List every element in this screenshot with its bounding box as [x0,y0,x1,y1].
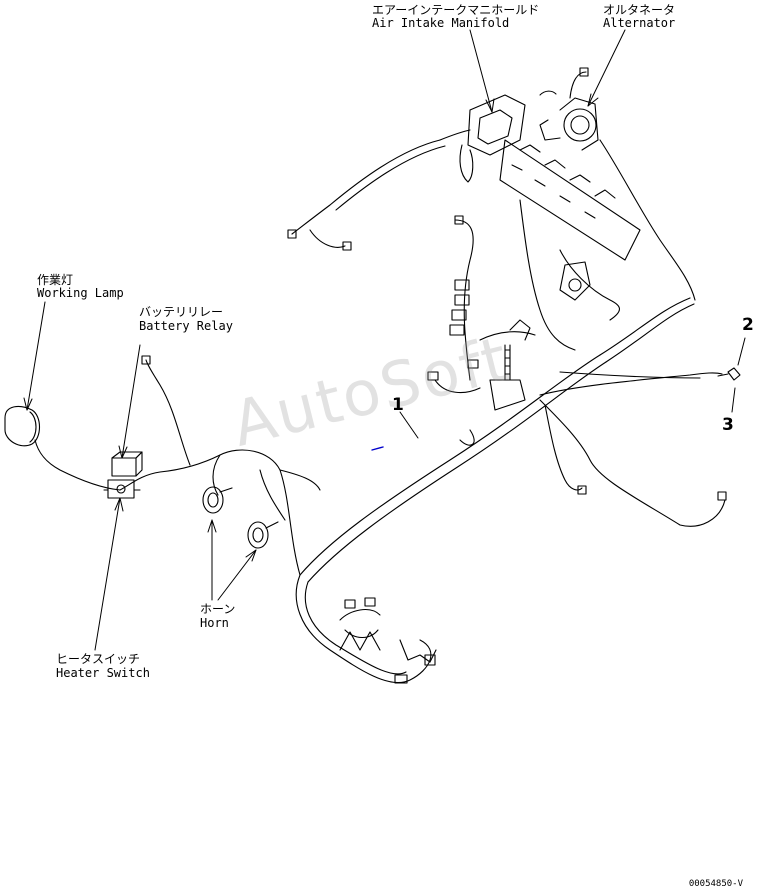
center-connectors [427,279,531,446]
air-intake-manifold-label-jp: エアーインテークマニホールド [372,3,540,17]
callout-2: 2 [742,315,754,335]
working-lamp-label-en: Working Lamp [37,286,124,300]
blue-mark [371,446,384,451]
horn-label-en: Horn [200,616,229,630]
horn-label-jp: ホーン [200,602,236,616]
leader-lines [23,29,746,651]
callout-3: 3 [722,415,734,435]
working-lamp-label-jp: 作業灯 [37,273,74,287]
right-branch-harness [539,367,741,527]
battery-relay-label-en: Battery Relay [139,319,233,333]
heater-switch-label-jp: ヒータスイッチ [56,652,141,666]
battery-relay-label-jp: バッテリリレー [139,305,224,319]
left-branch-harness [34,355,321,576]
battery-relay-part [103,451,143,499]
horn-parts [202,486,279,549]
engine-block-parts [459,67,641,301]
callout-1: 1 [392,395,404,415]
lower-harness-loop [295,574,437,684]
upper-harness [287,129,696,381]
air-intake-manifold-label-en: Air Intake Manifold [372,16,510,30]
working-lamp-part [4,405,41,447]
heater-switch-label-en: Heater Switch [56,666,150,680]
drawing-code: 00054850-V [688,879,743,889]
alternator-label-jp: オルタネータ [603,3,676,17]
alternator-label-en: Alternator [603,16,676,30]
